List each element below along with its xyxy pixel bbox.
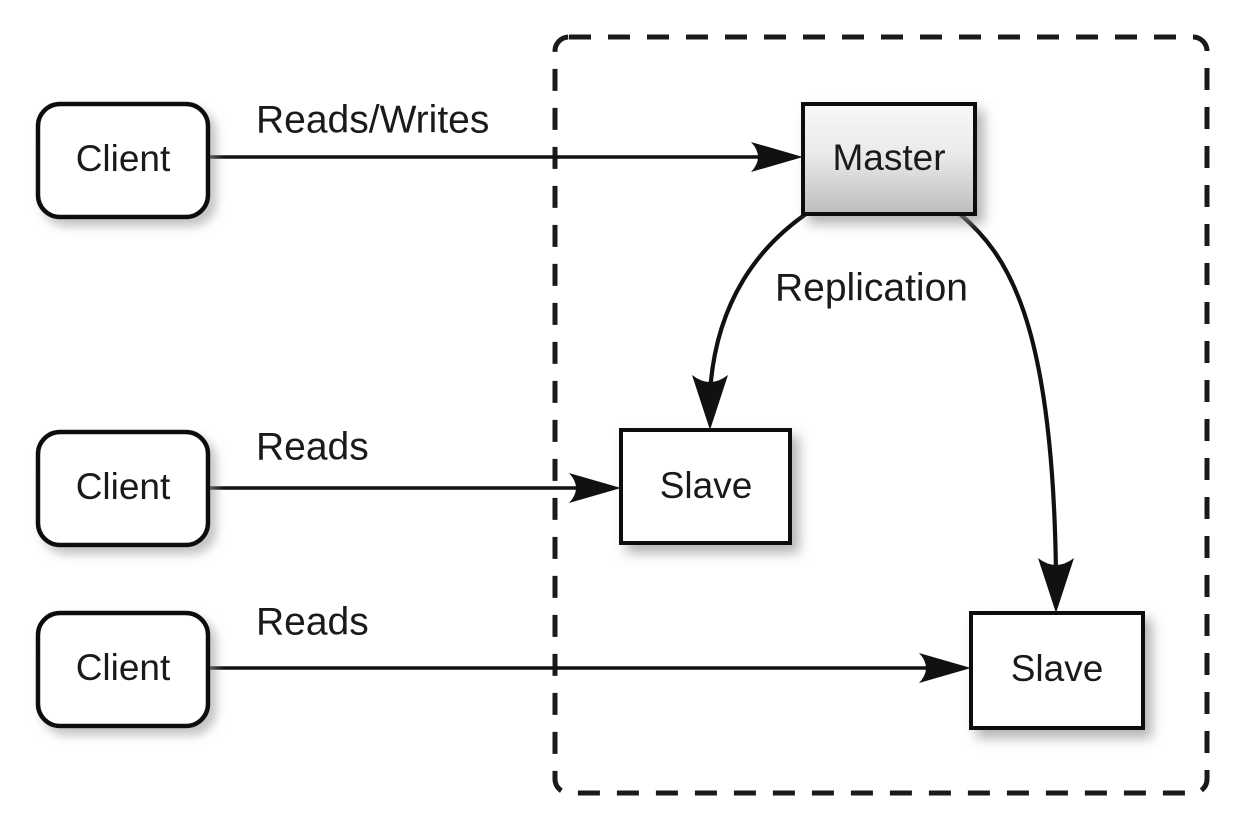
client-3-label: Client bbox=[76, 647, 171, 688]
edge-label-replication: Replication bbox=[775, 266, 968, 309]
node-client-1[interactable]: Client bbox=[35, 101, 211, 220]
arrowhead-icon bbox=[751, 142, 803, 172]
node-client-3[interactable]: Client bbox=[35, 610, 211, 729]
slave-1-label: Slave bbox=[660, 465, 753, 506]
slave-2-label: Slave bbox=[1011, 648, 1104, 689]
client-3-box[interactable] bbox=[35, 610, 211, 729]
master-label: Master bbox=[832, 137, 945, 178]
node-master[interactable]: Master bbox=[801, 102, 977, 216]
replication-cluster-boundary bbox=[552, 34, 1210, 796]
edge-curve-master-slave2 bbox=[958, 212, 1059, 576]
arrowhead-icon bbox=[569, 473, 621, 503]
arrowhead-icon bbox=[1038, 558, 1074, 613]
edge-label-reads-slave1: Reads bbox=[256, 425, 369, 468]
edge-master-slave1 bbox=[692, 212, 808, 430]
edge-client2-slave1 bbox=[208, 473, 621, 503]
arrowhead-icon bbox=[692, 375, 728, 430]
edge-client1-master bbox=[208, 142, 803, 172]
client-2-label: Client bbox=[76, 466, 171, 507]
node-client-2[interactable]: Client bbox=[35, 429, 211, 548]
arrowhead-icon bbox=[919, 653, 971, 683]
client-1-box[interactable] bbox=[35, 101, 211, 220]
slave-1-box[interactable] bbox=[619, 428, 792, 545]
client-2-box[interactable] bbox=[35, 429, 211, 548]
edge-label-reads-slave2: Reads bbox=[256, 600, 369, 643]
node-slave-2[interactable]: Slave bbox=[969, 611, 1145, 730]
client-1-label: Client bbox=[76, 138, 171, 179]
edge-label-reads-writes: Reads/Writes bbox=[256, 98, 489, 141]
master-box[interactable] bbox=[801, 102, 977, 216]
edge-curve-master-slave1 bbox=[707, 212, 808, 393]
node-slave-1[interactable]: Slave bbox=[619, 428, 792, 545]
slave-2-box[interactable] bbox=[969, 611, 1145, 730]
edge-client3-slave2 bbox=[208, 653, 971, 683]
edge-master-slave2 bbox=[958, 212, 1074, 613]
